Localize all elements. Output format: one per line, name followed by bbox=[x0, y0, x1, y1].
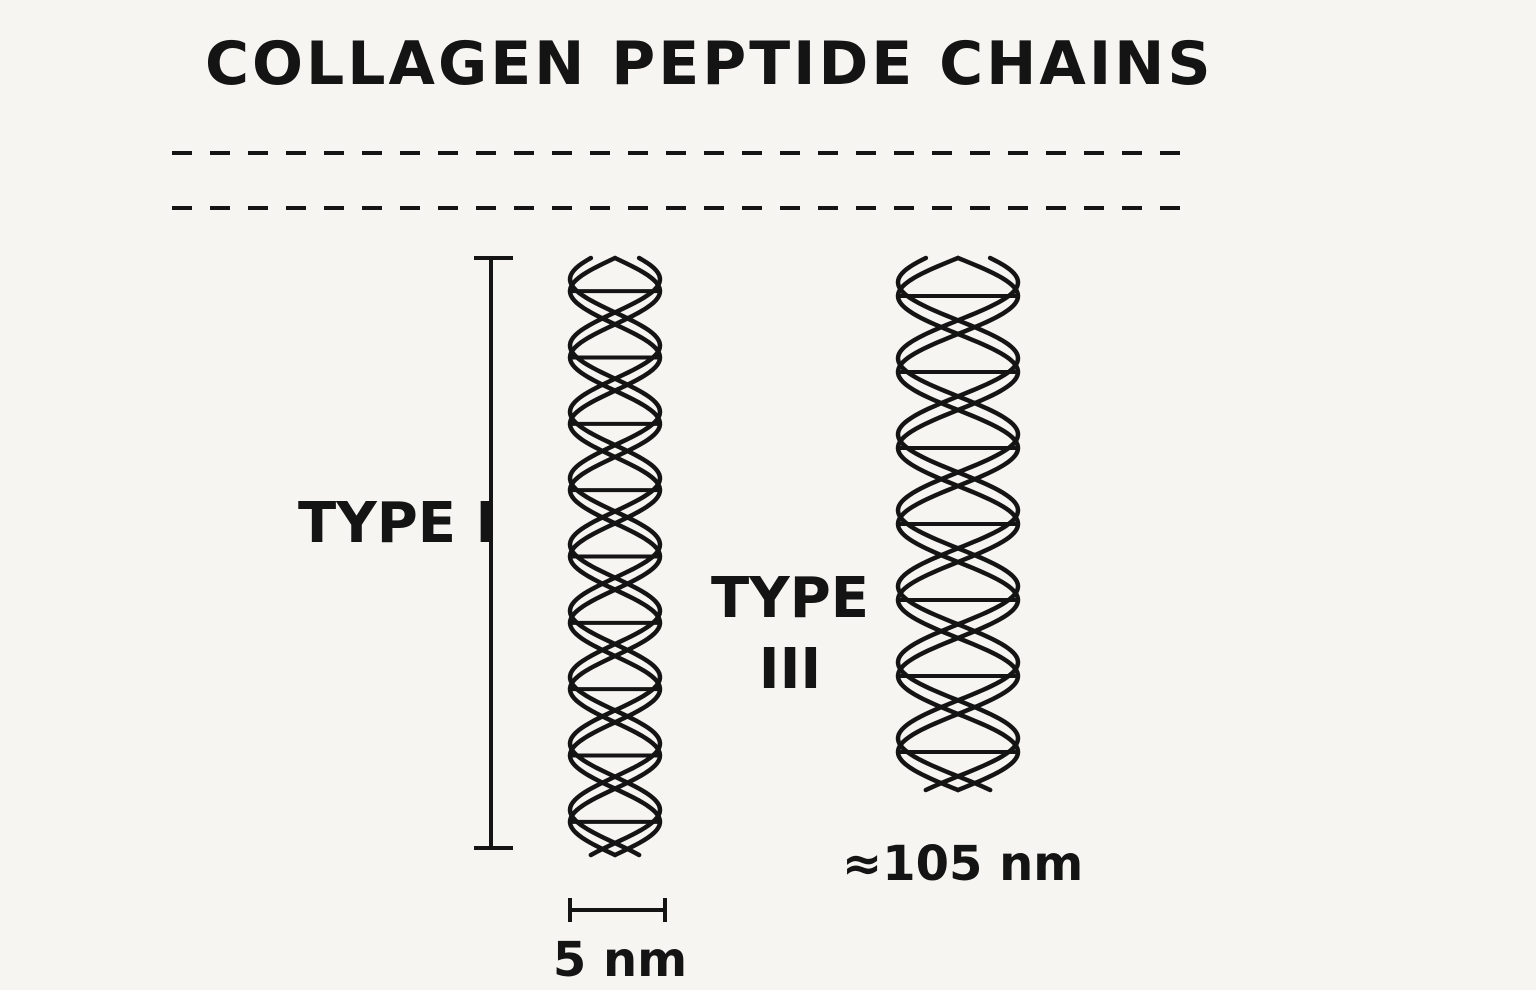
type-three-label-line2: III bbox=[759, 637, 822, 702]
length-measurement: ≈105 nm bbox=[842, 836, 1083, 892]
type-three-label-line1: TYPE bbox=[711, 566, 869, 631]
length-bracket bbox=[474, 256, 513, 850]
type-three-strand-1 bbox=[895, 255, 1021, 793]
type-one-label: TYPE I bbox=[298, 491, 496, 556]
type-one-helix bbox=[567, 255, 663, 858]
type-three-strand-2 bbox=[895, 255, 1021, 793]
width-measurement: 5 nm bbox=[553, 932, 687, 988]
type-one-strand-1 bbox=[567, 255, 663, 858]
type-three-helix bbox=[895, 255, 1021, 793]
type-one-strand-2 bbox=[567, 255, 663, 858]
width-scale-bar bbox=[568, 898, 667, 922]
diagram-title: COLLAGEN PEPTIDE CHAINS bbox=[205, 29, 1214, 99]
